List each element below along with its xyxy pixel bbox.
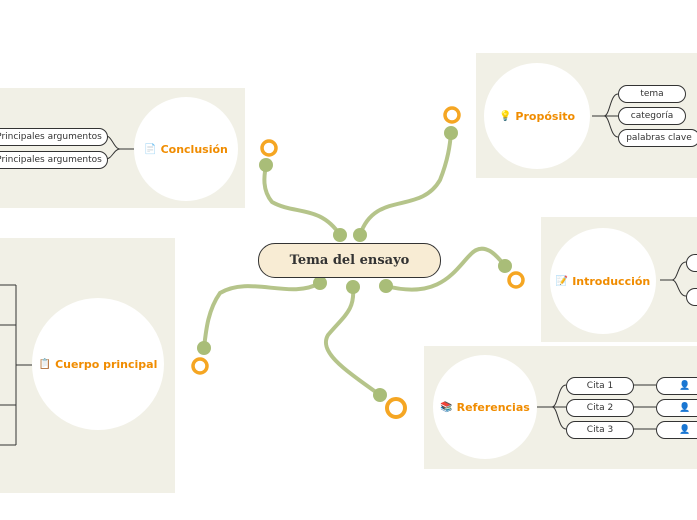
referencias-node[interactable]: 📚Referencias <box>433 355 537 459</box>
referencias-title: Referencias <box>456 400 530 414</box>
introduccion-item-2[interactable] <box>686 288 697 306</box>
conclusion-links <box>105 135 134 160</box>
proposito-node[interactable]: 💡Propósito <box>484 63 590 169</box>
central-topic[interactable]: Tema del ensayo <box>258 243 441 278</box>
lightbulb-icon: 💡 <box>498 110 512 122</box>
node-dot <box>498 259 512 273</box>
books-icon: 📚 <box>440 401 453 413</box>
node-dot <box>333 228 347 242</box>
cuerpo-node[interactable]: 📋Cuerpo principal <box>32 298 164 430</box>
node-dot <box>373 388 387 402</box>
referencias-author-2[interactable]: 👤 <box>656 399 697 417</box>
collapse-ring <box>507 271 525 289</box>
referencias-item-cita-2[interactable]: Cita 2 <box>566 399 634 417</box>
introduccion-links <box>660 261 687 297</box>
referencias-item-cita-3[interactable]: Cita 3 <box>566 421 634 439</box>
connector-referencias <box>324 285 382 397</box>
node-dot <box>346 280 360 294</box>
node-dot <box>197 341 211 355</box>
referencias-item-cita-1[interactable]: Cita 1 <box>566 377 634 395</box>
referencias-links <box>537 384 656 430</box>
cuerpo-links <box>0 284 32 446</box>
conclusion-node[interactable]: 📄Conclusión <box>134 97 238 201</box>
introduccion-node[interactable]: 📝Introducción <box>550 228 656 334</box>
proposito-item-categoria[interactable]: categoría <box>618 107 686 125</box>
person-icon: 👤 <box>679 425 691 435</box>
connector-proposito <box>358 131 453 237</box>
node-dot <box>379 279 393 293</box>
cuerpo-title: Cuerpo principal <box>55 357 158 371</box>
node-dot <box>444 126 458 140</box>
collapse-ring <box>443 106 461 124</box>
referencias-author-3[interactable]: 👤 <box>656 421 697 439</box>
introduccion-item-1[interactable] <box>686 254 697 272</box>
introduccion-title: Introducción <box>572 274 651 288</box>
collapse-ring <box>260 139 278 157</box>
collapse-ring <box>191 357 209 375</box>
node-dot <box>313 276 327 290</box>
connector-conclusion <box>262 163 342 237</box>
proposito-links <box>592 93 619 138</box>
node-dot <box>259 158 273 172</box>
proposito-title: Propósito <box>515 109 576 123</box>
clipboard-icon: 📋 <box>38 358 52 370</box>
connector-cuerpo <box>202 281 322 350</box>
document-icon: 📄 <box>144 143 157 155</box>
connector-introduccion <box>384 246 507 292</box>
node-dot <box>353 228 367 242</box>
proposito-item-palabras-clave[interactable]: palabras clave <box>618 129 697 147</box>
person-icon: 👤 <box>679 403 691 413</box>
conclusion-title: Conclusión <box>160 142 228 156</box>
proposito-item-tema[interactable]: tema <box>618 85 686 103</box>
conclusion-item-1[interactable]: Principales argumentos <box>0 128 108 146</box>
conclusion-item-2[interactable]: Principales argumentos <box>0 151 108 169</box>
person-icon: 👤 <box>679 381 691 391</box>
collapse-ring <box>385 397 407 419</box>
referencias-author-1[interactable]: 👤 <box>656 377 697 395</box>
notepad-icon: 📝 <box>555 275 569 287</box>
